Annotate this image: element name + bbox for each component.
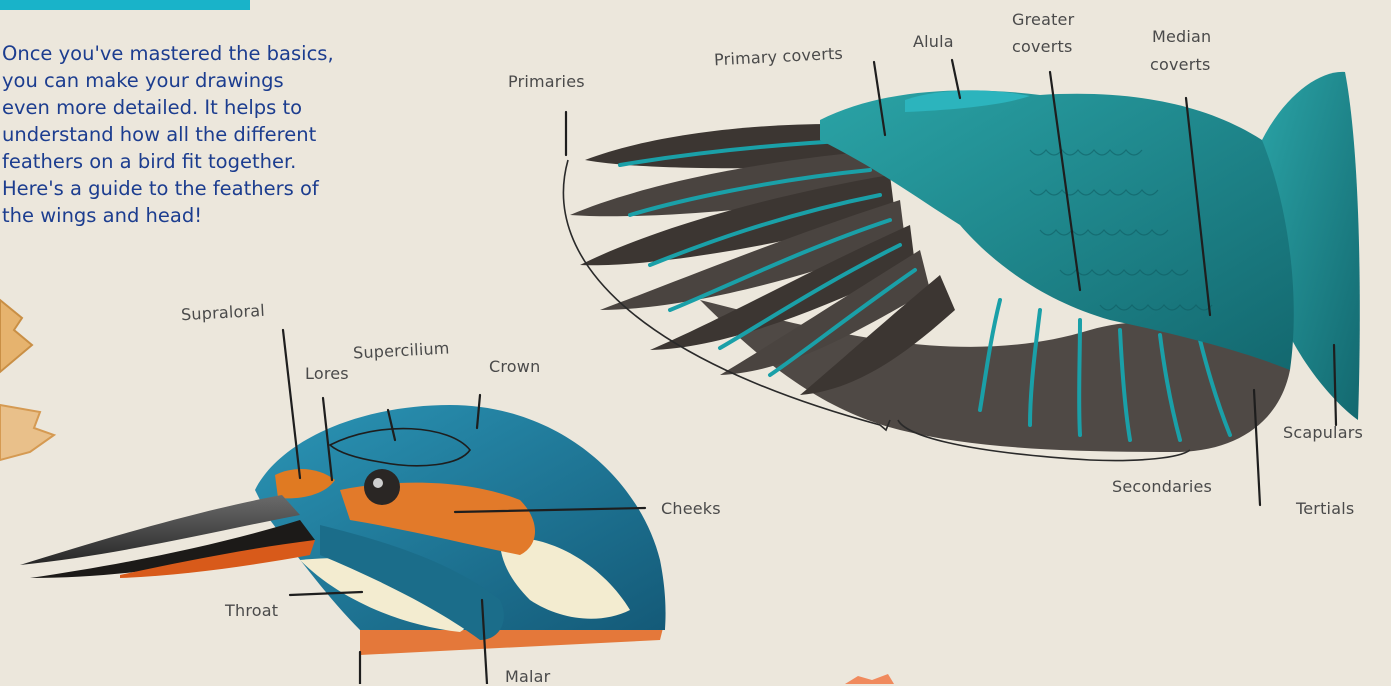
label-greater-coverts-line2: coverts — [1012, 37, 1073, 56]
label-throat: Throat — [225, 601, 278, 620]
label-malar: Malar — [505, 667, 550, 686]
label-secondaries: Secondaries — [1112, 477, 1212, 496]
label-tertials: Tertials — [1296, 499, 1354, 518]
label-scapulars: Scapulars — [1283, 423, 1363, 442]
label-lores: Lores — [305, 364, 349, 383]
label-median-coverts-line1: Median — [1152, 27, 1211, 46]
label-median-coverts-line2: coverts — [1150, 55, 1211, 74]
kingfisher-head-illustration — [20, 405, 666, 655]
label-greater-coverts-line1: Greater — [1012, 10, 1074, 29]
label-crown: Crown — [489, 357, 540, 376]
label-alula: Alula — [913, 32, 954, 51]
label-primaries: Primaries — [508, 72, 585, 91]
wing-illustration — [570, 72, 1360, 452]
label-cheeks: Cheeks — [661, 499, 721, 518]
